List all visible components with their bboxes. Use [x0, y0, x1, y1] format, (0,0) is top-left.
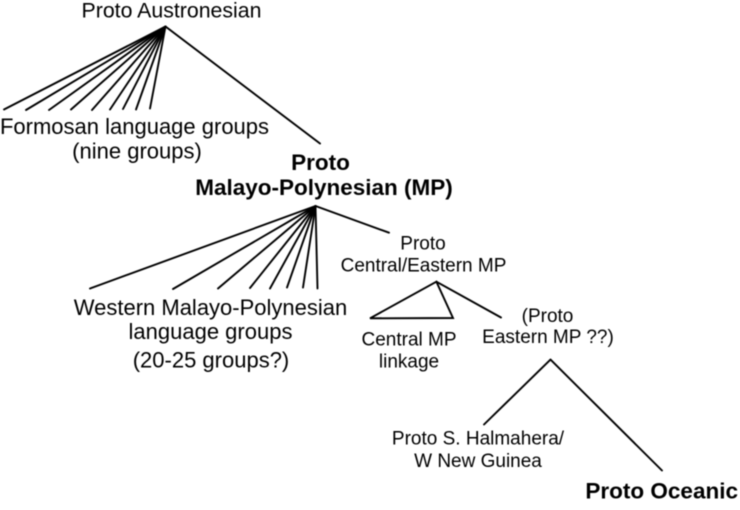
- svg-text:(20-25 groups?): (20-25 groups?): [133, 348, 290, 373]
- svg-text:(Proto: (Proto: [522, 306, 574, 327]
- svg-text:Western Malayo-Polynesian: Western Malayo-Polynesian: [74, 295, 348, 320]
- svg-text:language groups: language groups: [129, 319, 293, 344]
- svg-text:Proto Oceanic: Proto Oceanic: [585, 478, 738, 503]
- svg-text:Central/Eastern MP: Central/Eastern MP: [341, 256, 507, 277]
- svg-text:linkage: linkage: [379, 351, 439, 372]
- svg-text:(nine groups): (nine groups): [72, 139, 202, 164]
- svg-text:Malayo-Polynesian (MP): Malayo-Polynesian (MP): [195, 175, 453, 200]
- svg-text:Eastern MP ??): Eastern MP ??): [482, 327, 614, 348]
- svg-text:Proto S. Halmahera/: Proto S. Halmahera/: [392, 429, 565, 450]
- svg-text:W New Guinea: W New Guinea: [414, 451, 542, 472]
- svg-text:Formosan language groups: Formosan language groups: [0, 114, 269, 139]
- svg-text:Central MP: Central MP: [361, 330, 456, 351]
- svg-text:Proto Austronesian: Proto Austronesian: [82, 0, 262, 23]
- svg-text:Proto: Proto: [291, 150, 350, 175]
- svg-text:Proto: Proto: [400, 234, 445, 255]
